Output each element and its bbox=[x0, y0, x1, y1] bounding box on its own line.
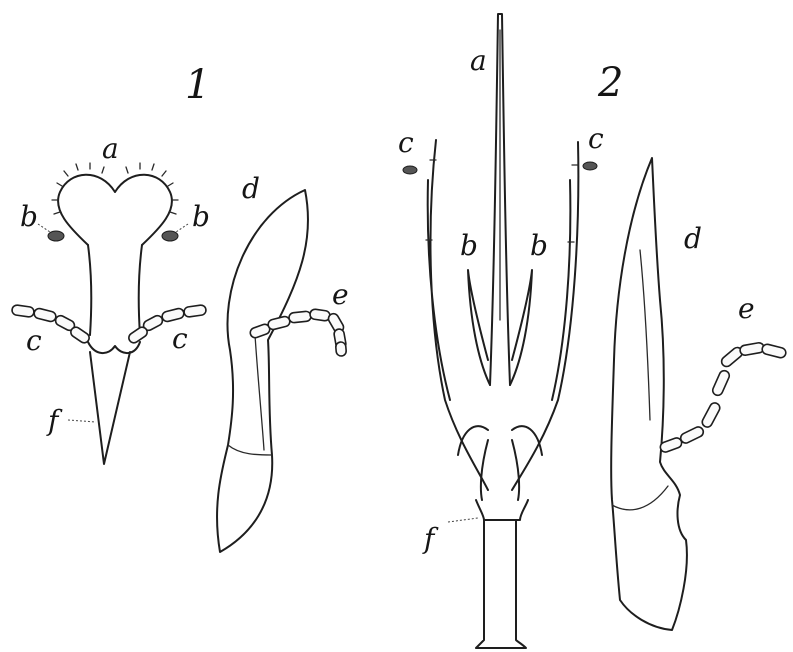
fig1-label-e: e bbox=[332, 278, 349, 311]
fig1-label-c-left: c bbox=[26, 324, 42, 357]
fig1-label-f: f bbox=[46, 404, 63, 437]
fig1-pollinium-left bbox=[48, 231, 64, 241]
fig1-side-appendage bbox=[249, 309, 347, 357]
fig1-appendage-left bbox=[11, 305, 91, 345]
fig2-label-c-right: c bbox=[588, 122, 604, 155]
fig1-stigma-lobes bbox=[58, 175, 172, 245]
figure-1-number: 1 bbox=[185, 62, 210, 108]
fig2-label-b-right: b bbox=[530, 229, 548, 262]
fig1-label-c-right: c bbox=[172, 322, 188, 355]
fig2-prong-left bbox=[468, 270, 490, 385]
fig2-label-d: d bbox=[684, 222, 702, 255]
fig2-label-f: f bbox=[422, 522, 439, 555]
fig1-stigma-hairs bbox=[52, 163, 178, 214]
fig1-side-fold bbox=[228, 335, 272, 455]
fig2-side-appendage bbox=[659, 342, 787, 453]
fig2-pollinium-left bbox=[403, 166, 417, 174]
fig2-arm-right bbox=[512, 142, 578, 490]
fig2-pollinium-right bbox=[583, 162, 597, 170]
fig1-label-b-right: b bbox=[192, 200, 210, 233]
fig1-label-d: d bbox=[242, 172, 260, 205]
fig2-arm-left bbox=[428, 140, 488, 490]
fig2-base bbox=[476, 500, 528, 648]
figure-1: 1 bbox=[11, 62, 348, 552]
fig1-side-petal bbox=[217, 190, 308, 552]
fig1-label-b-left: b bbox=[20, 200, 38, 233]
fig1-label-a: a bbox=[102, 132, 119, 165]
fig2-label-b-left: b bbox=[460, 229, 478, 262]
fig2-prong-right bbox=[510, 270, 532, 385]
fig1-ovary bbox=[90, 352, 130, 464]
fig1-style bbox=[88, 245, 142, 335]
fig1-pollinium-right bbox=[162, 231, 178, 241]
fig2-inner-wings bbox=[458, 426, 542, 500]
fig2-label-a: a bbox=[470, 44, 487, 77]
fig2-label-c-left: c bbox=[398, 126, 414, 159]
fig2-label-e: e bbox=[738, 292, 755, 325]
fig2-arm-joints bbox=[426, 160, 578, 242]
fig1-junction bbox=[88, 342, 140, 353]
figure-2: 2 a b b bbox=[398, 14, 787, 648]
figure-2-number: 2 bbox=[597, 60, 623, 106]
